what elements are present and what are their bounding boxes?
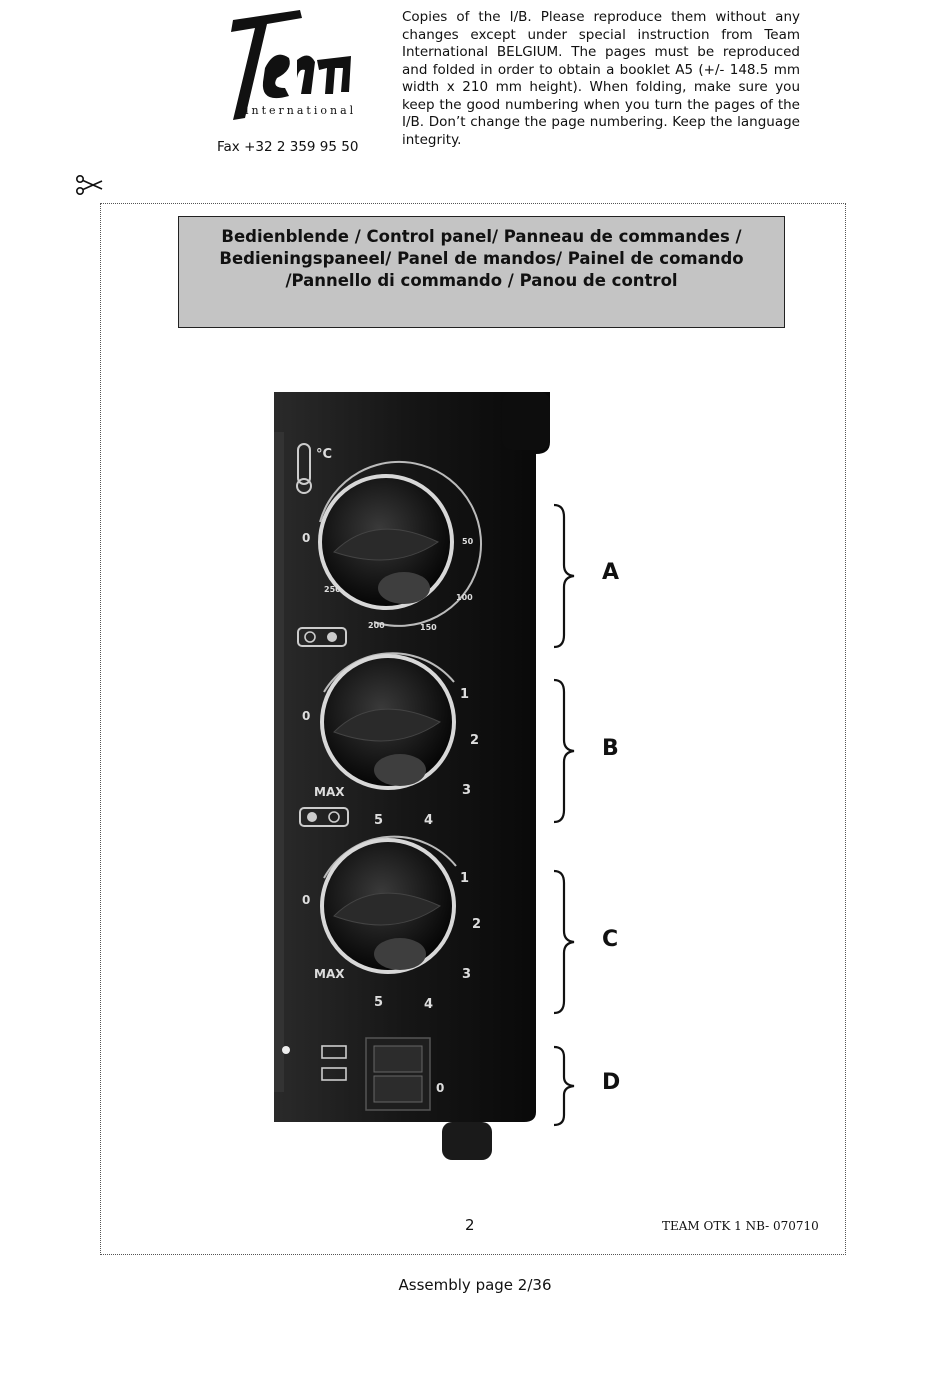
knob-temperature <box>318 460 482 627</box>
control-panel-photo: °C 0 50 100 150 200 250 0 1 2 3 4 5 MAX <box>274 392 550 1160</box>
knob-c-tick: 2 <box>472 917 481 932</box>
label-a: A <box>602 560 620 585</box>
knob-timer <box>320 835 457 974</box>
knob-b-tick: 1 <box>460 687 469 702</box>
power-indicator-light <box>282 1046 290 1054</box>
knob-b-tick: 3 <box>462 783 471 798</box>
brace-c <box>553 869 575 1015</box>
temperature-unit: °C <box>316 447 332 462</box>
knob-b-tick: 2 <box>470 733 479 748</box>
label-c: C <box>602 927 619 952</box>
knob-a-tick: 200 <box>368 621 385 630</box>
knob-c-tick: 4 <box>424 997 433 1012</box>
knob-b-max: MAX <box>314 785 345 799</box>
cut-frame <box>100 203 846 1255</box>
title-line: /Pannello di commando / Panou de control <box>285 271 678 290</box>
assembly-page: Assembly page 2/36 <box>398 1276 552 1294</box>
title-line: Bedienblende / Control panel/ Panneau de… <box>221 227 742 246</box>
brace-d <box>553 1045 575 1127</box>
knob-a-tick: 100 <box>456 593 473 602</box>
knob-a-zero: 0 <box>302 531 310 545</box>
label-d: D <box>602 1070 621 1095</box>
title-line: Bedieningspaneel/ Panel de mandos/ Paine… <box>219 249 744 268</box>
knob-c-tick: 1 <box>460 871 469 886</box>
rocker-switches <box>365 1037 431 1111</box>
thermometer-icon <box>296 443 312 494</box>
knob-c-tick: 3 <box>462 967 471 982</box>
knob-b-zero: 0 <box>302 709 310 723</box>
knob-a-tick: 250 <box>324 585 341 594</box>
copy-notice: Copies of the I/B. Please reproduce them… <box>402 9 800 148</box>
title-box: Bedienblende / Control panel/ Panneau de… <box>178 216 785 328</box>
heating-element-icon <box>299 807 349 827</box>
knob-b-tick: 4 <box>424 813 433 828</box>
heating-element-icon <box>297 627 347 647</box>
knob-c-max: MAX <box>314 967 345 981</box>
knob-a-tick: 50 <box>462 537 474 546</box>
brace-b <box>553 678 575 824</box>
knob-a-tick: 150 <box>420 623 437 632</box>
knob-b-tick: 5 <box>374 813 383 828</box>
fax-number: Fax +32 2 359 95 50 <box>217 139 359 155</box>
knob-c-zero: 0 <box>302 893 310 907</box>
brace-a <box>553 503 575 649</box>
knob-c-tick: 5 <box>374 995 383 1010</box>
knob-function <box>320 652 456 790</box>
document-code: TEAM OTK 1 NB- 070710 <box>662 1219 819 1233</box>
switch-off-mark: 0 <box>436 1081 444 1095</box>
switch-icons <box>321 1045 347 1081</box>
logo-subtitle: international <box>245 104 356 117</box>
team-international-logo: international <box>231 10 356 120</box>
page-number: 2 <box>465 1216 475 1234</box>
scissors-icon <box>75 174 103 196</box>
label-b: B <box>602 736 619 761</box>
